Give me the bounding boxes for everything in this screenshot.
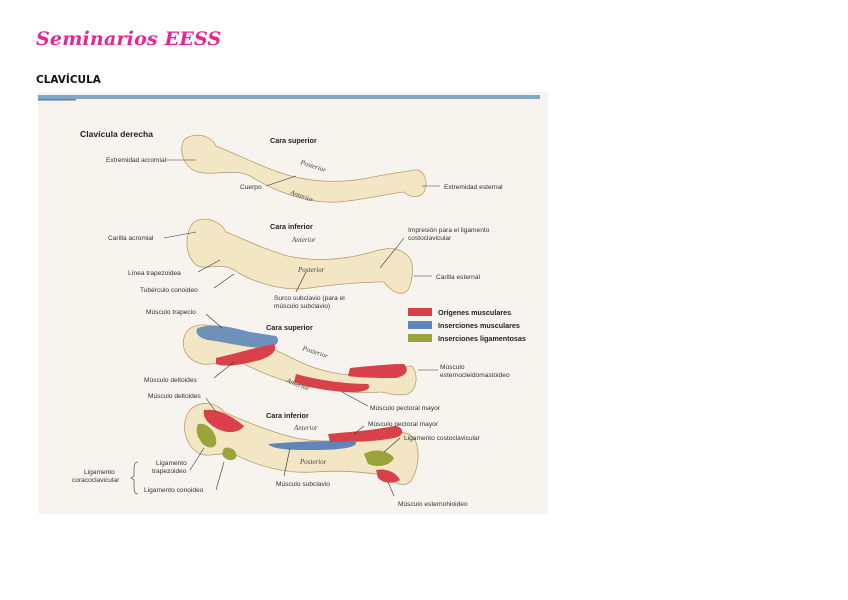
figure-label: Músculo trapecio — [146, 309, 196, 316]
figure-title: Clavícula derecha — [80, 129, 153, 139]
figure-label: Ligamento — [84, 469, 115, 476]
figure-label: Cuerpo — [240, 184, 262, 191]
figure-label: Cara inferior — [266, 411, 309, 420]
figure-label: Extremidad acromial — [106, 157, 167, 164]
figure-label: Cara inferior — [270, 222, 313, 231]
section-heading: CLAVÍCULA — [36, 74, 101, 86]
figure-label: Músculo pectoral mayor — [370, 405, 441, 412]
figure-label: trapezoideo — [152, 468, 187, 475]
figure-label: Anterior — [291, 236, 316, 244]
figure-label: Músculo deltoides — [148, 393, 201, 400]
figure-label: Ligamento costoclavicular — [404, 435, 481, 442]
figure-label: coracoclavicular — [72, 477, 120, 484]
figure-label: Posterior — [299, 458, 327, 466]
figure-label: Músculo esternohioideo — [398, 501, 468, 508]
figure-label: Posterior — [297, 266, 325, 274]
legend-label-ligament: Inserciones ligamentosas — [438, 334, 526, 343]
figure-label: Cara superior — [266, 323, 313, 332]
figure-label: esternocleidomastoideo — [440, 372, 510, 379]
figure-label: Músculo pectoral mayor — [368, 421, 439, 428]
figure-label: Carilla esternal — [436, 274, 481, 281]
figure-label: Músculo — [440, 364, 465, 371]
clavicle-view-inferior-1: Cara inferior Anterior Posterior Carilla… — [108, 219, 490, 310]
figure-label: Extremidad esternal — [444, 184, 503, 191]
figure-label: Anterior — [293, 424, 318, 432]
figure-label: Carilla acromial — [108, 235, 154, 242]
figure-label: Tubérculo conoideo — [140, 287, 198, 294]
figure-label: Posterior — [300, 344, 329, 360]
figure-label: costoclavicular — [408, 235, 452, 242]
legend-swatch-insertion — [408, 321, 432, 329]
legend-swatch-origin — [408, 308, 432, 316]
figure-label: Músculo deltoides — [144, 377, 197, 384]
figure-label: músculo subclavio) — [274, 303, 330, 310]
legend-swatch-ligament — [408, 334, 432, 342]
figure-label: Ligamento conoideo — [144, 487, 204, 494]
clavicle-figure: Clavícula derecha Cara superior Posterio… — [38, 92, 548, 514]
legend: Orígenes musculares Inserciones muscular… — [408, 308, 526, 343]
clavicle-view-superior-1: Cara superior Posterior Anterior Extremi… — [106, 135, 503, 204]
figure-top-rule — [38, 95, 540, 99]
document-title: Seminarios EESS — [36, 28, 221, 50]
figure-label: Ligamento — [156, 460, 187, 467]
figure-label: Músculo subclavio — [276, 481, 330, 488]
figure-label: Línea trapezoidea — [128, 270, 181, 277]
figure-label: Impresión para el ligamento — [408, 227, 490, 234]
legend-label-origin: Orígenes musculares — [438, 308, 511, 317]
figure-label: Cara superior — [270, 136, 317, 145]
legend-label-insertion: Inserciones musculares — [438, 321, 520, 330]
figure-label: Posterior — [298, 158, 327, 174]
figure-label: Surco subclavio (para el — [274, 295, 345, 302]
